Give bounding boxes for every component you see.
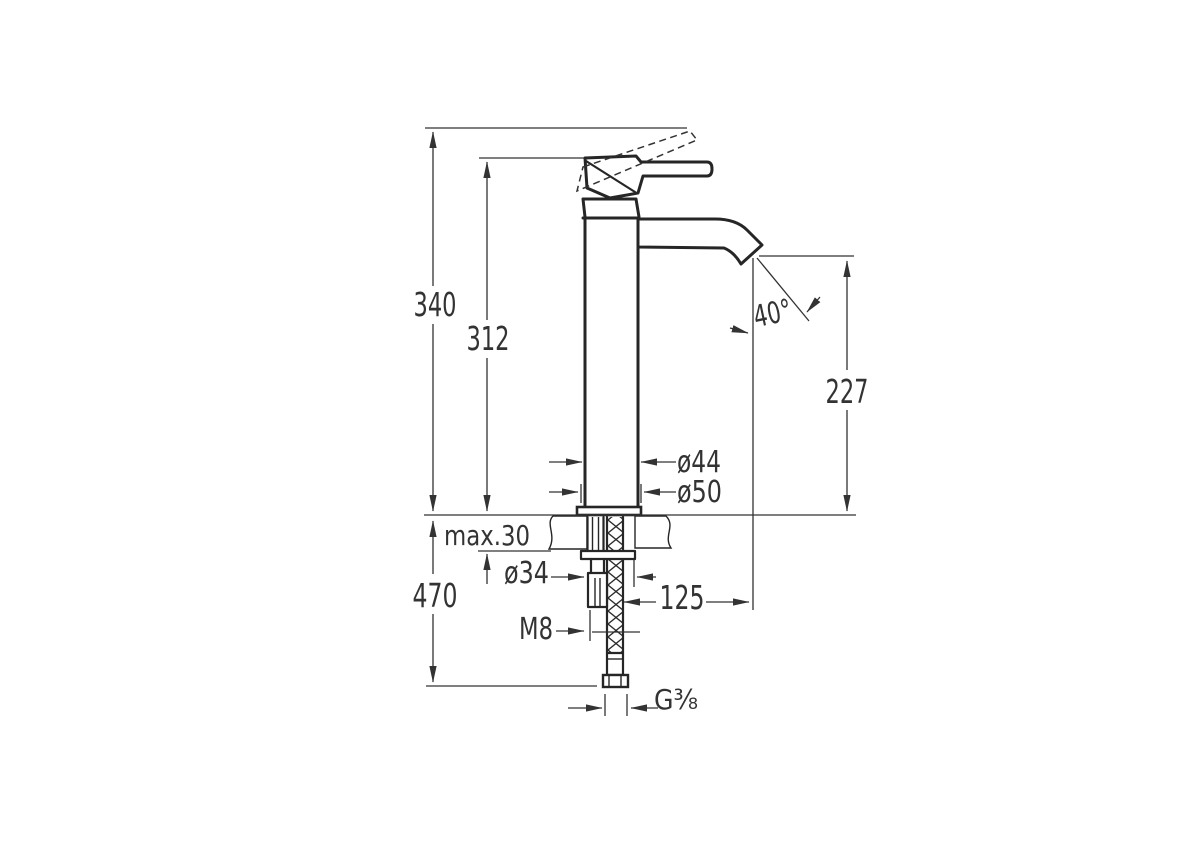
faucet-head <box>583 154 714 200</box>
label-outlet-angle: 40° <box>750 293 794 335</box>
collar-ring <box>581 197 641 220</box>
mounting-washer <box>579 549 637 561</box>
mounting-stud-outer <box>586 515 605 553</box>
angle-arrow-right <box>806 296 821 313</box>
label-stud-thread: M8 <box>519 612 553 647</box>
countertop <box>547 515 673 550</box>
label-overall-height: 340 <box>414 285 457 324</box>
label-body-height: 312 <box>467 319 510 358</box>
label-height-incl-tails: 470 <box>413 576 458 615</box>
head-face-line <box>584 159 637 194</box>
handle-raised-position-dashed <box>575 130 699 193</box>
dimension-lines <box>429 131 851 712</box>
label-outlet-height: 227 <box>826 372 869 411</box>
body-column <box>583 216 640 509</box>
label-max-deck-thickness: max.30 <box>444 519 530 552</box>
label-hose-thread: G³⁄₈ <box>654 683 698 716</box>
mounting-stud-inner <box>591 517 600 551</box>
label-body-diameter: ø44 <box>677 445 721 480</box>
hose-hex-nut <box>601 673 630 689</box>
dimension-labels: 340 312 227 470 125 max.30 ø34 ø44 ø50 M… <box>413 285 869 716</box>
label-base-diameter: ø50 <box>677 475 722 510</box>
hex-nut-facets <box>608 675 622 687</box>
label-spout-reach: 125 <box>660 578 705 617</box>
extension-lines <box>424 127 856 716</box>
faucet-outline <box>575 130 764 517</box>
angle-leg-line <box>756 257 810 322</box>
hose-ferrule <box>605 651 625 677</box>
ext-hose-thread <box>604 694 628 716</box>
sleeve-slot <box>594 578 601 607</box>
label-hole-diameter: ø34 <box>504 556 549 591</box>
countertop-hatch-left <box>547 515 588 550</box>
angle-arrow-left <box>729 325 749 334</box>
below-deck-assembly <box>579 515 637 689</box>
ext-base-diameter <box>580 484 642 503</box>
base-flange <box>575 505 643 517</box>
spout <box>636 217 764 266</box>
slotted-sleeve <box>586 571 609 609</box>
stud-below-washer <box>589 557 606 575</box>
ext-stud-thread <box>589 610 640 641</box>
countertop-hatch-right <box>634 515 673 549</box>
